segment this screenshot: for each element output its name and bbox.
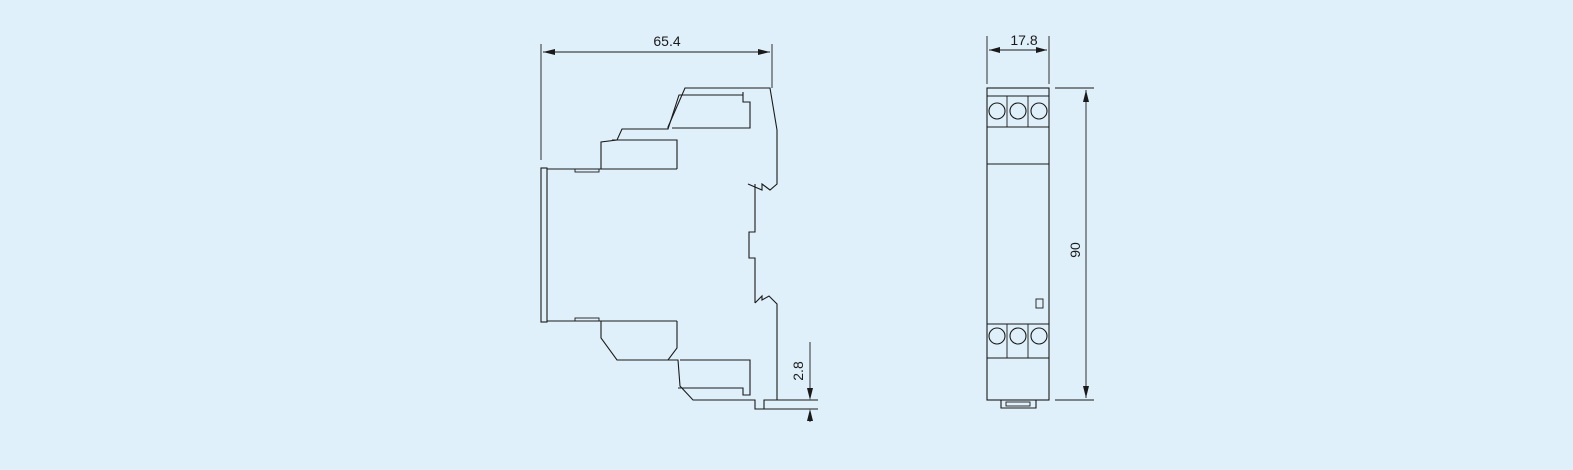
- terminal-screw-icon: [1030, 327, 1048, 345]
- side-top-terminal-outline: [600, 87, 778, 191]
- side-rail-clip: [748, 184, 756, 303]
- side-lip-bottom: [574, 317, 600, 322]
- terminal-screw-icon: [1009, 327, 1027, 345]
- front-rail-latch-slot: [1005, 401, 1031, 407]
- side-lip-top: [574, 168, 600, 173]
- dim-front-height-arrow-up: [1083, 90, 1089, 102]
- dim-rail-label: 2.8: [790, 361, 806, 381]
- front-rail-latch: [1000, 400, 1037, 409]
- dim-front-width-arrow-left: [989, 47, 1000, 53]
- dim-side-width-label: 65.4: [653, 33, 680, 49]
- terminal-screw-icon: [1030, 102, 1048, 120]
- side-top-inner: [667, 92, 751, 130]
- dim-front-width-arrow-right: [1036, 47, 1047, 53]
- terminal-screw-icon: [988, 327, 1006, 345]
- dim-rail-arrow-up: [807, 409, 813, 421]
- dim-side-width-arrow-right: [758, 49, 770, 55]
- dim-front-height-label: 90: [1067, 242, 1083, 258]
- dim-front-width-label: 17.8: [1010, 32, 1037, 48]
- side-front-panel: [540, 167, 548, 323]
- front-view: 17.8 90: [986, 32, 1094, 409]
- side-bottom-step: [600, 321, 678, 361]
- dim-front-height-arrow-down: [1083, 386, 1089, 398]
- side-view: 65.4 2.8: [540, 33, 818, 422]
- front-body-outline: [986, 87, 1050, 401]
- dim-rail-arrow-down: [807, 388, 813, 400]
- side-top-step: [612, 139, 678, 169]
- front-bottom-terminals: [987, 324, 1049, 359]
- side-bottom-terminal-outline: [668, 294, 778, 410]
- terminal-screw-icon: [1009, 102, 1027, 120]
- terminal-screw-icon: [988, 102, 1006, 120]
- led-indicator-icon: [1035, 298, 1044, 309]
- front-top-terminals: [987, 95, 1049, 128]
- side-bottom-inner: [678, 359, 751, 396]
- dim-side-width-arrow-left: [543, 49, 555, 55]
